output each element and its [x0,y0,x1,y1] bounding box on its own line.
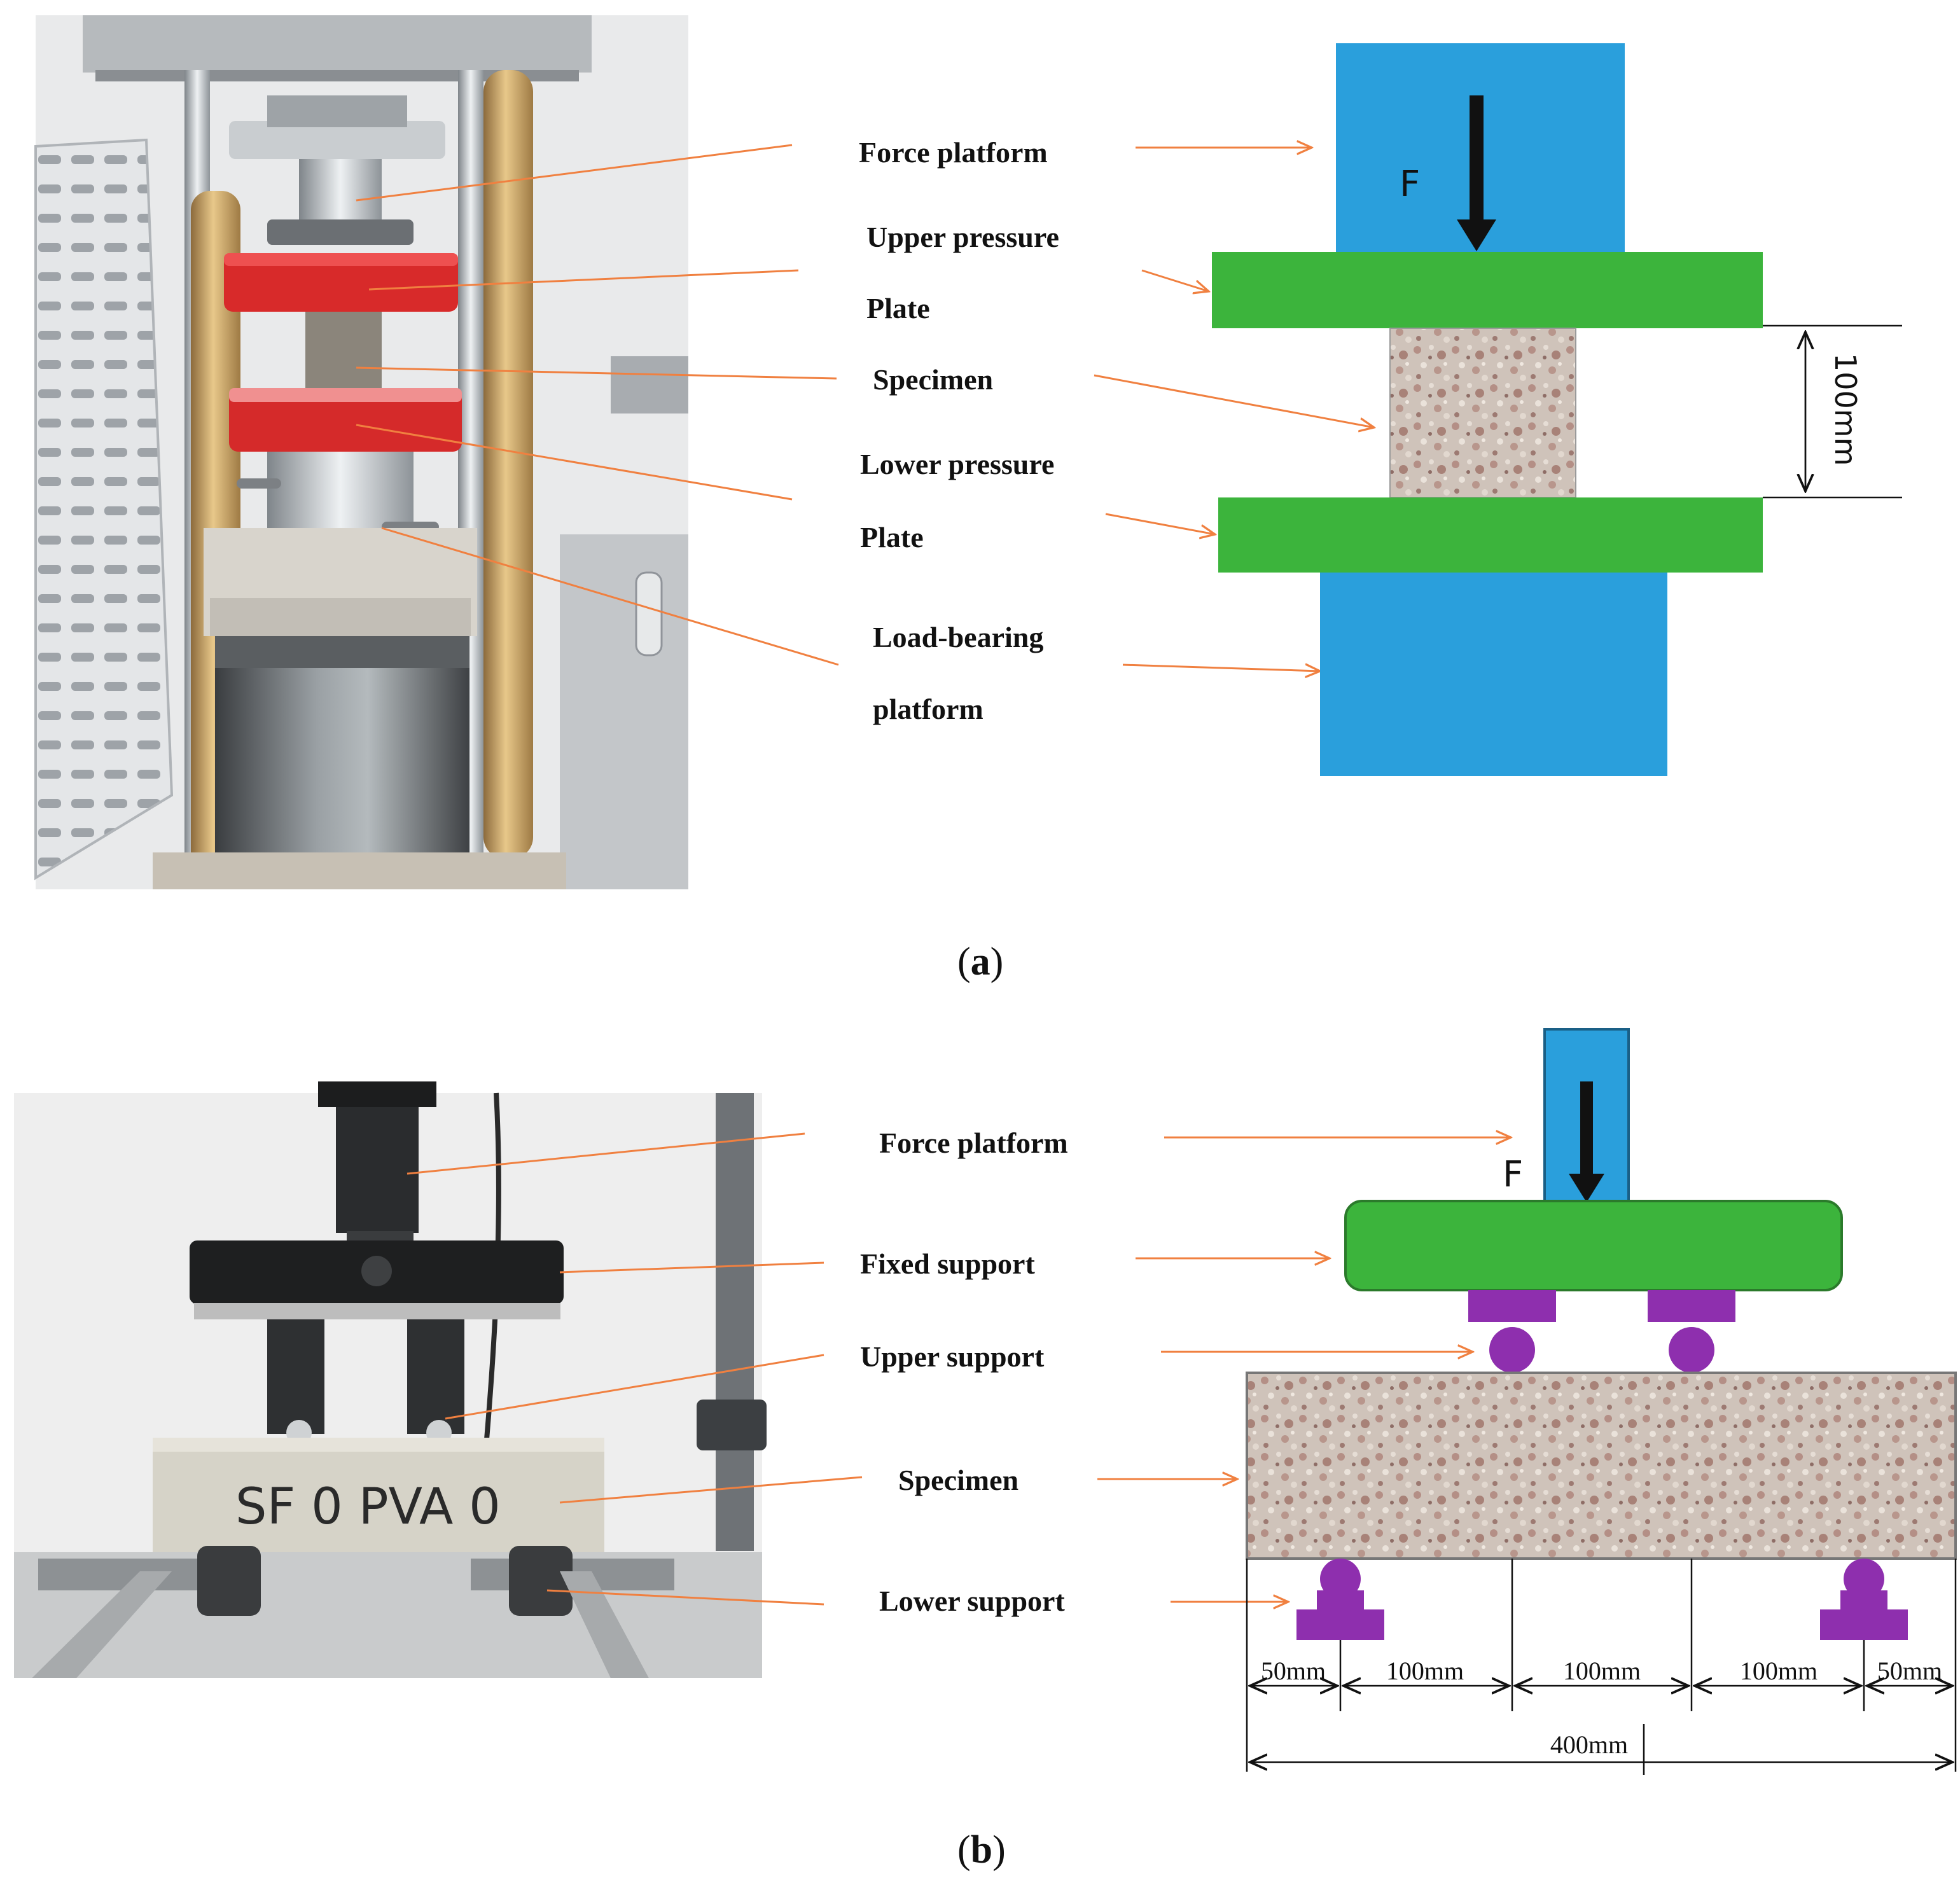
span-label-1: 50mm [1261,1657,1326,1685]
panel-a-schematic-arrows [1094,148,1374,671]
force-symbol-b: F [1503,1154,1523,1195]
label-force-platform-b: Force platform [879,1127,1068,1159]
label-specimen-a: Specimen [873,363,993,396]
label-load-bearing-line1: Load-bearing [873,621,1043,653]
label-lower-support: Lower support [879,1585,1065,1617]
span-label-5: 50mm [1877,1657,1942,1685]
span-label-3: 100mm [1563,1657,1641,1685]
total-span-label: 400mm [1550,1730,1628,1759]
span-dimension-arrows [1250,1686,1952,1762]
fixed-support-beam [1344,1200,1843,1291]
label-upper-support: Upper support [860,1340,1045,1373]
span-grid-lines [1246,1559,1957,1775]
label-upper-pressure-line2: Plate [866,292,930,324]
span-label-2: 100mm [1386,1657,1464,1685]
label-fixed-support: Fixed support [860,1247,1035,1280]
specimen-beam [1246,1372,1957,1560]
compression-test-photo [34,15,688,889]
panel-b-photo-leaders [407,1132,863,1606]
load-bearing-block [1320,573,1667,776]
lower-support-right [1820,1559,1908,1640]
upper-support-right [1648,1290,1735,1373]
compression-schematic: F 100mm [1212,43,1902,776]
label-lower-pressure-line2: Plate [860,521,924,553]
upper-pressure-plate [1212,252,1763,328]
label-force-platform-a: Force platform [859,136,1048,169]
panel-b-labels: Force platform Fixed support Upper suppo… [860,1127,1068,1617]
span-labels: 50mm 100mm 100mm 100mm 50mm 400mm [1261,1657,1942,1759]
upper-support-left [1468,1290,1556,1373]
panel-a-caption: (a) [957,940,1003,983]
specimen-cube [1389,328,1576,498]
force-symbol-a: F [1400,163,1420,205]
flexural-test-photo: SF 0 PVA 0 [14,1081,767,1678]
force-arrow [1457,95,1496,251]
specimen-marking: SF 0 PVA 0 [235,1478,501,1536]
flexural-schematic: F [1246,1028,1957,1775]
panel-a-labels: Force platform Upper pressure Plate Spec… [859,136,1059,725]
panel-a-photo-leaders [356,144,839,666]
label-lower-pressure-line1: Lower pressure [860,448,1054,480]
label-load-bearing-line2: platform [873,693,983,725]
force-arrow-b [1569,1081,1604,1202]
lower-pressure-plate [1218,497,1763,573]
panel-b-caption: (b) [957,1828,1006,1872]
panel-b-schematic-arrows [1097,1137,1511,1602]
label-upper-pressure-line1: Upper pressure [866,221,1059,253]
lower-support-left [1296,1559,1384,1640]
height-dimension-label: 100mm [1828,353,1863,466]
label-specimen-b: Specimen [898,1464,1018,1496]
span-label-4: 100mm [1740,1657,1818,1685]
